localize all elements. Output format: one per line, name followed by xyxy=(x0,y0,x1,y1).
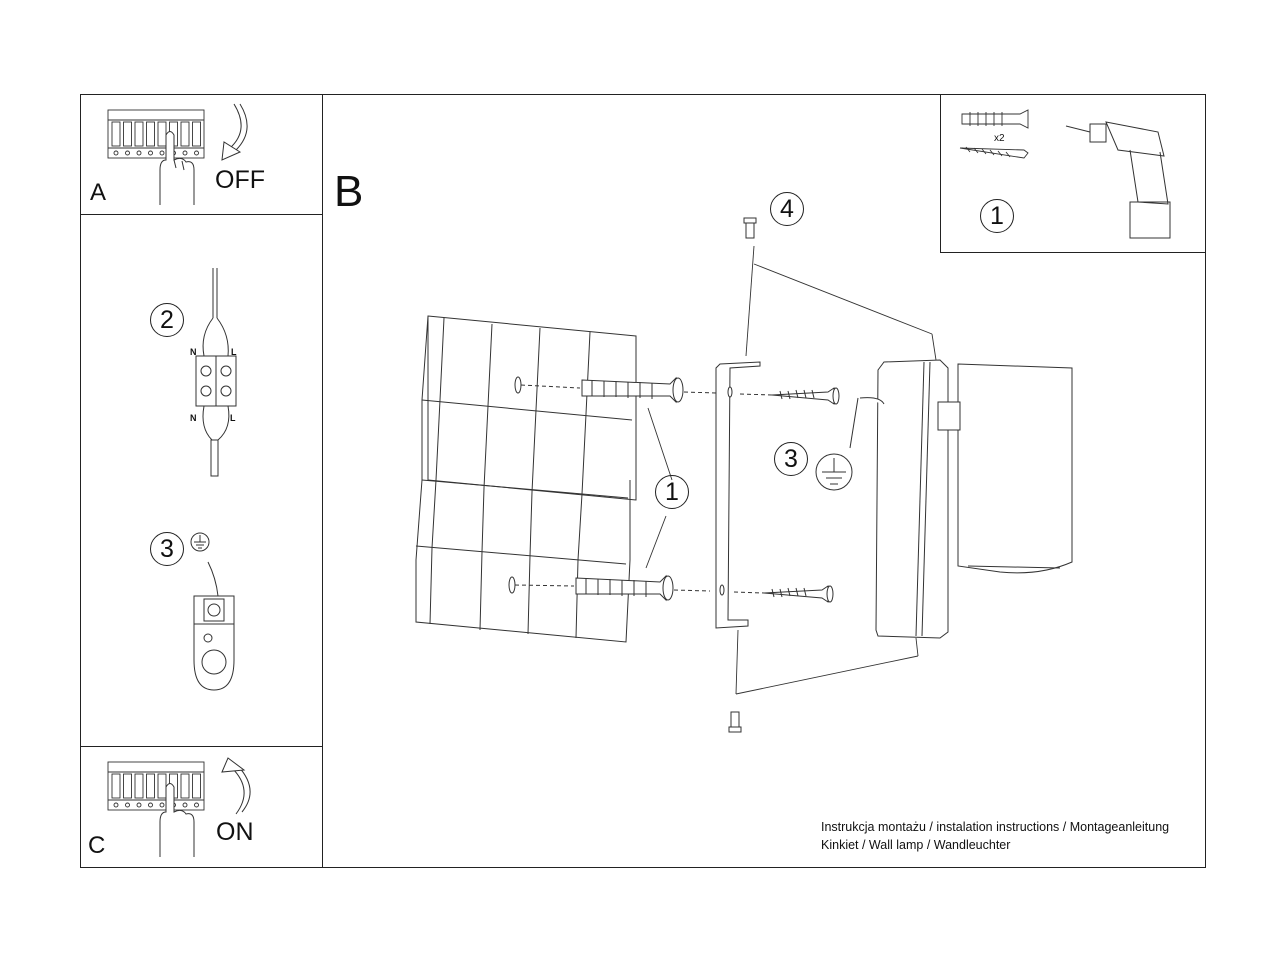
breaker-module xyxy=(146,773,155,799)
kit-panel-frame xyxy=(940,94,1206,253)
breaker-terminal xyxy=(136,150,142,156)
breaker-module xyxy=(157,773,167,799)
step-earth-main-number: 3 xyxy=(774,442,808,476)
panel-a-letter: A xyxy=(90,179,107,206)
breaker-module xyxy=(111,773,121,799)
terminal-label-top-n: N xyxy=(190,347,197,357)
breaker-panel-icon xyxy=(107,761,205,811)
breaker-module xyxy=(146,121,155,147)
breaker-terminal xyxy=(182,802,188,808)
breaker-terminal xyxy=(194,150,199,156)
breaker-terminal xyxy=(194,802,199,808)
panel-a-word: OFF xyxy=(215,166,265,194)
step-kit-number: 1 xyxy=(980,199,1014,233)
screw-lower xyxy=(733,585,834,603)
footer-product-line: Kinkiet / Wall lamp / Wandleuchter xyxy=(821,838,1011,852)
terminal-block-icon xyxy=(195,268,237,477)
wall-plug-icon xyxy=(961,109,1029,129)
wall-plug-upper xyxy=(514,376,717,404)
hand-icon xyxy=(159,783,195,857)
rotate-arrow-icon xyxy=(221,103,248,161)
breaker-module xyxy=(134,121,144,147)
assembly-leader-lines xyxy=(645,245,937,695)
earth-terminal-icon xyxy=(193,561,235,691)
wall-plug-lower xyxy=(508,574,711,602)
breaker-module xyxy=(192,773,201,799)
breaker-module xyxy=(192,121,201,147)
rotate-arrow-icon xyxy=(221,757,251,815)
breaker-terminal xyxy=(113,150,119,156)
earth-symbol-icon xyxy=(815,453,853,491)
screw-icon xyxy=(959,146,1029,159)
breaker-module xyxy=(157,121,167,147)
breaker-terminal xyxy=(159,150,165,156)
lamp-body xyxy=(849,359,1073,639)
mounting-bracket xyxy=(715,361,761,629)
breaker-terminal xyxy=(148,150,153,156)
step-connect-number: 2 xyxy=(150,303,184,337)
breaker-terminal xyxy=(125,150,130,156)
breaker-module xyxy=(180,121,190,147)
step-wall-plugs-number: 1 xyxy=(655,475,689,509)
step-screw-cap-number: 4 xyxy=(770,192,804,226)
breaker-terminal xyxy=(159,802,165,808)
breaker-module xyxy=(123,773,132,799)
panel-c-word: ON xyxy=(216,818,254,846)
breaker-module xyxy=(180,773,190,799)
breaker-terminal xyxy=(113,802,119,808)
drill-icon xyxy=(1065,121,1171,239)
outer-frame xyxy=(80,94,1206,868)
footer-instructions-line: Instrukcja montażu / instalation instruc… xyxy=(821,820,1170,834)
screw-upper xyxy=(739,387,840,405)
cap-screws xyxy=(728,217,757,733)
earth-symbol-icon xyxy=(190,532,210,552)
hand-icon xyxy=(159,131,195,205)
terminal-label-top-l: L xyxy=(231,347,237,357)
breaker-terminal xyxy=(136,802,142,808)
breaker-terminal xyxy=(125,802,130,808)
terminal-label-bottom-l: L xyxy=(230,413,236,423)
panel-c-letter: C xyxy=(88,832,106,859)
panel-b-letter: B xyxy=(334,167,364,216)
breaker-terminal xyxy=(148,802,153,808)
breaker-terminal xyxy=(182,150,188,156)
step-earth-left-number: 3 xyxy=(150,532,184,566)
breaker-module xyxy=(134,773,144,799)
breaker-module xyxy=(123,121,132,147)
terminal-label-bottom-n: N xyxy=(190,413,197,423)
breaker-panel-icon xyxy=(107,109,205,159)
kit-quantity: x2 xyxy=(994,133,1005,144)
breaker-module xyxy=(111,121,121,147)
